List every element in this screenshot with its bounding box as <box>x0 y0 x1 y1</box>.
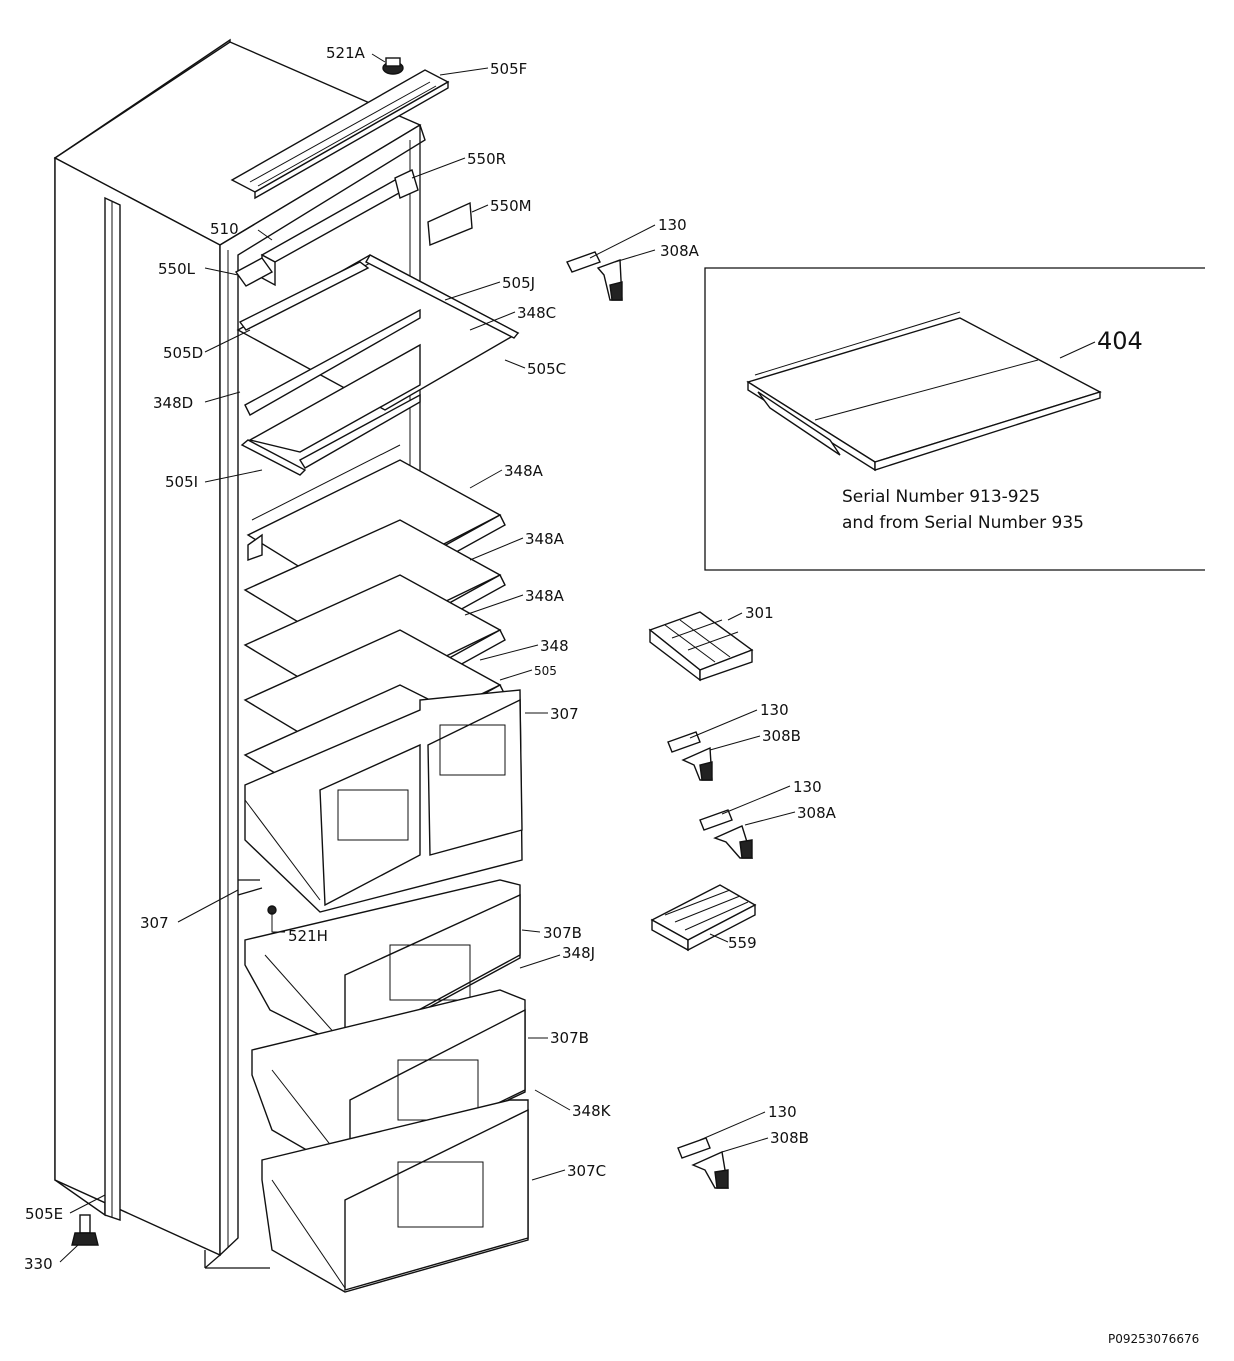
part-labels: 521A 505F 550R 550M 510 550L 505J 348C 5… <box>24 44 1143 1273</box>
label-510: 510 <box>210 220 239 238</box>
ice-tray-301 <box>648 611 754 682</box>
drawer-307b-upper <box>244 879 521 1052</box>
label-550l: 550L <box>158 260 196 278</box>
label-505i: 505I <box>165 473 198 491</box>
label-521a: 521A <box>326 44 366 62</box>
top-rail-505f <box>230 69 450 200</box>
foot-330 <box>71 1214 99 1246</box>
label-348c: 348C <box>517 304 556 322</box>
label-348d: 348D <box>153 394 193 412</box>
upper-shelf-348d <box>240 308 421 476</box>
label-130-a: 130 <box>658 216 687 234</box>
leader-lines <box>59 53 1096 1263</box>
label-505e: 505E <box>25 1205 63 1223</box>
label-330: 330 <box>24 1255 53 1273</box>
inset-line-2: and from Serial Number 935 <box>842 513 1084 533</box>
label-348: 348 <box>540 637 569 655</box>
knob-521a <box>382 57 404 75</box>
label-521h: 521H <box>288 927 328 945</box>
label-308b-1: 308B <box>762 727 801 745</box>
hinge-set-3 <box>699 809 753 859</box>
label-130-c: 130 <box>793 778 822 796</box>
label-307c: 307C <box>567 1162 606 1180</box>
label-550r: 550R <box>467 150 506 168</box>
label-348j: 348J <box>562 944 595 962</box>
label-308b-2: 308B <box>770 1129 809 1147</box>
label-130-d: 130 <box>768 1103 797 1121</box>
label-348a-2: 348A <box>525 530 565 548</box>
label-559: 559 <box>728 934 757 952</box>
light-housing-510 <box>234 169 419 287</box>
label-505c: 505C <box>527 360 566 378</box>
filter-559 <box>650 884 757 952</box>
label-505j: 505J <box>502 274 535 292</box>
hinge-set-2 <box>667 731 713 781</box>
label-505: 505 <box>534 664 557 678</box>
drawing-code: P09253076676 <box>1108 1332 1199 1346</box>
label-308a-2: 308A <box>797 804 837 822</box>
drawer-307 <box>244 689 523 913</box>
label-550m: 550M <box>490 197 532 215</box>
cabinet-body <box>53 38 426 1269</box>
inset-box: Serial Number 913-925 and from Serial Nu… <box>704 267 1205 571</box>
hinge-set-4 <box>677 1137 729 1189</box>
label-307: 307 <box>550 705 579 723</box>
label-301: 301 <box>745 604 774 622</box>
label-130-b: 130 <box>760 701 789 719</box>
inset-line-1: Serial Number 913-925 <box>842 487 1040 507</box>
label-404: 404 <box>1097 327 1143 355</box>
label-505f: 505F <box>490 60 527 78</box>
label-307b-2: 307B <box>550 1029 589 1047</box>
shelf-404-drawing <box>746 311 1102 472</box>
drawer-307c <box>261 1099 529 1293</box>
hinge-set-1 <box>566 251 623 301</box>
label-308a-1: 308A <box>660 242 700 260</box>
label-348k: 348K <box>572 1102 612 1120</box>
label-307-left: 307 <box>140 914 169 932</box>
label-348a-3: 348A <box>525 587 565 605</box>
label-307b-1: 307B <box>543 924 582 942</box>
lamp-cover-550m <box>427 201 473 247</box>
label-505d: 505D <box>163 344 203 362</box>
label-348a-1: 348A <box>504 462 544 480</box>
